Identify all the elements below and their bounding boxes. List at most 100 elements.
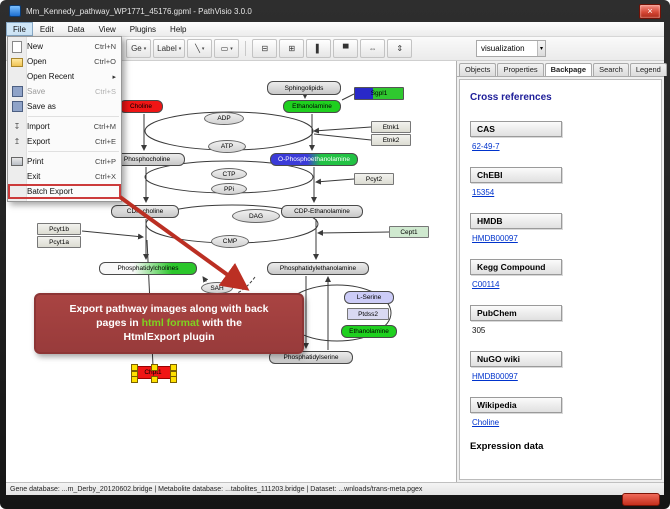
selection-handle[interactable] — [151, 364, 158, 371]
menu-edit[interactable]: Edit — [39, 24, 54, 34]
node-ethanolamine[interactable]: Ethanolamine — [283, 100, 341, 113]
menu-view[interactable]: View — [98, 24, 116, 34]
gene-datanode-button[interactable]: Ge▾ — [126, 39, 152, 58]
node-ptdss2[interactable]: Ptdss2 — [347, 308, 389, 320]
close-button[interactable]: × — [639, 3, 661, 19]
node-label: Sphingolipids — [284, 84, 324, 92]
node-sphingolipids[interactable]: Sphingolipids — [267, 81, 341, 95]
align-center-x-button[interactable]: ⊟ — [252, 39, 278, 58]
node-label: Ethanolamine — [292, 103, 332, 110]
node-etnk2[interactable]: Etnk2 — [371, 134, 411, 146]
file-menu-item-save-as[interactable]: Save as — [8, 99, 121, 114]
export-icon: ↥ — [13, 137, 21, 146]
node-chpt1[interactable]: Chpt1 — [131, 364, 177, 383]
menu-item-label: Print — [27, 157, 44, 166]
node-phosphatidylethanolamine[interactable]: Phosphatidylethanolamine — [267, 262, 369, 275]
node-pcyt2[interactable]: Pcyt2 — [354, 173, 394, 185]
tab-objects[interactable]: Objects — [459, 63, 497, 76]
common-width-button[interactable]: ⇔ — [360, 39, 386, 58]
node-label: SAH — [210, 284, 224, 292]
align-center-y-button[interactable]: ⊞ — [279, 39, 305, 58]
node-pcyt1a[interactable]: Pcyt1a — [37, 236, 81, 248]
xref-value-hmdb[interactable]: HMDB00097 — [472, 234, 518, 243]
menu-separator — [28, 116, 119, 117]
node-pcyt1b[interactable]: Pcyt1b — [37, 223, 81, 235]
tab-backpage[interactable]: Backpage — [544, 63, 593, 76]
node-choline[interactable]: Choline — [119, 100, 163, 113]
menu-item-label: Batch Export — [27, 187, 73, 196]
menu-help[interactable]: Help — [170, 24, 187, 34]
align-left-button[interactable]: ▌ — [306, 39, 332, 58]
selection-handle[interactable] — [170, 376, 177, 383]
node-ppi[interactable]: PPi — [211, 183, 247, 195]
menu-item-shortcut: Ctrl+N — [94, 42, 116, 51]
file-menu-item-batch-export[interactable]: Batch Export — [8, 184, 121, 199]
callout-line-3: HtmlExport plugin — [123, 331, 215, 344]
node-label: PPi — [223, 185, 235, 193]
menu-data[interactable]: Data — [67, 24, 85, 34]
save-icon — [11, 86, 23, 97]
line-tool-button[interactable]: ╲▾ — [187, 39, 213, 58]
selection-handle[interactable] — [151, 376, 158, 383]
common-height-button[interactable]: ⇕ — [387, 39, 413, 58]
save-as-icon — [11, 101, 23, 112]
node-ethanolamine-2[interactable]: Ethanolamine — [341, 325, 397, 338]
window-title: Mm_Kennedy_pathway_WP1771_45176.gpml - P… — [26, 6, 252, 16]
node-sgpl1[interactable]: Sgpl1 — [354, 87, 404, 100]
node-label: Sgpl1 — [370, 90, 388, 97]
xref-value-kegg-compound[interactable]: C00114 — [472, 280, 500, 289]
menu-item-shortcut: Ctrl+E — [94, 137, 116, 146]
save-icon — [11, 86, 23, 97]
menu-item-label: Save — [27, 87, 46, 96]
tab-properties[interactable]: Properties — [497, 63, 544, 76]
node-o-phosphoethanolamine[interactable]: O-Phosphoethanolamine — [270, 153, 358, 166]
toolbar-separator — [245, 41, 247, 56]
menu-plugins[interactable]: Plugins — [129, 24, 157, 34]
shape-tool-button[interactable]: ▭▾ — [214, 39, 240, 58]
node-etnk1[interactable]: Etnk1 — [371, 121, 411, 133]
label-tool-button-label: Label — [157, 44, 177, 53]
node-phosphatidylserine[interactable]: Phosphatidylserine — [269, 351, 353, 364]
xref-value-pubchem: 305 — [472, 326, 486, 335]
menu-separator — [28, 151, 119, 152]
xref-header-cas: CAS — [470, 121, 562, 137]
file-menu-item-open-recent[interactable]: Open Recent▸ — [8, 69, 121, 84]
node-atp[interactable]: ATP — [208, 140, 246, 153]
node-adp[interactable]: ADP — [204, 112, 244, 125]
xref-value-cas[interactable]: 62-49-7 — [472, 142, 500, 151]
node-cdp-ethanolamine[interactable]: CDP-Ethanolamine — [281, 205, 363, 218]
chevron-down-icon: ▾ — [143, 45, 147, 52]
align-top-button[interactable]: ▀ — [333, 39, 359, 58]
selection-handle[interactable] — [131, 376, 138, 383]
node-cmp[interactable]: CMP — [211, 235, 249, 248]
visualization-select[interactable]: visualization ▾ — [476, 40, 546, 57]
node-phosphocholine[interactable]: Phosphocholine — [109, 153, 185, 166]
node-l-serine[interactable]: L-Serine — [344, 291, 394, 304]
recorder-stop-button[interactable] — [622, 493, 660, 506]
tab-search[interactable]: Search — [593, 63, 629, 76]
node-cdp-choline[interactable]: CDP-choline — [111, 205, 179, 218]
node-phosphatidylcholines[interactable]: Phosphatidylcholines — [99, 262, 197, 275]
node-label: O-Phosphoethanolamine — [278, 156, 350, 163]
node-label: Choline — [129, 103, 153, 110]
node-cept1[interactable]: Cept1 — [389, 226, 429, 238]
node-label: Phosphocholine — [123, 156, 171, 163]
xref-value-wikipedia[interactable]: Choline — [472, 418, 500, 427]
node-label: Ptdss2 — [358, 310, 378, 318]
tab-legend[interactable]: Legend — [629, 63, 667, 76]
label-tool-button[interactable]: Label▾ — [153, 39, 186, 58]
titlebar[interactable]: Mm_Kennedy_pathway_WP1771_45176.gpml - P… — [0, 0, 670, 22]
node-dag[interactable]: DAG — [232, 209, 280, 223]
menu-item-label: Open Recent — [27, 72, 75, 81]
xref-value-chebi[interactable]: 15354 — [472, 188, 495, 197]
xref-value-nugo-wiki[interactable]: HMDB00097 — [472, 372, 518, 381]
menu-file[interactable]: File — [6, 22, 33, 36]
node-ctp[interactable]: CTP — [211, 168, 247, 180]
